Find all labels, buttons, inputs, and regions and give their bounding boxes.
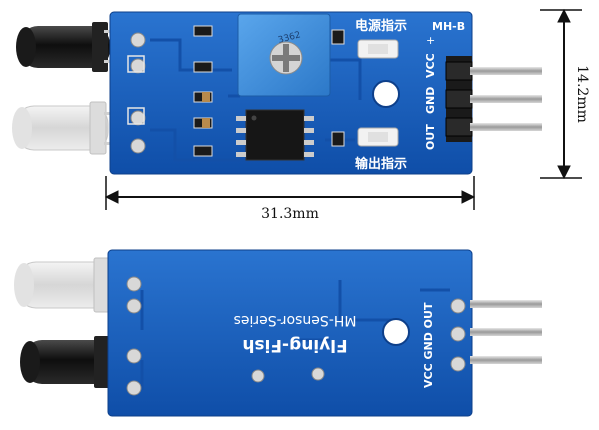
- pin-out-label: OUT: [424, 124, 437, 150]
- output-led: [357, 127, 399, 147]
- smd-components: [193, 25, 345, 157]
- comparator-ic: [236, 109, 314, 161]
- power-led: [357, 39, 399, 59]
- plus-mark: +: [426, 34, 435, 47]
- model-label: MH-B: [432, 20, 465, 33]
- power-led-label: 电源指示: [355, 18, 407, 34]
- height-dimension: 14.2mm: [540, 8, 590, 180]
- bottom-pin-labels: VCC GND OUT: [422, 302, 435, 388]
- ir-emitter-black: [16, 22, 110, 72]
- pcb-traces-bottom: [140, 280, 450, 390]
- height-label: 14.2mm: [574, 65, 590, 123]
- pin-gnd-label: GND: [424, 87, 437, 114]
- ir-receiver-clear-bottom: [14, 257, 113, 313]
- pin-header-bottom: [470, 300, 542, 364]
- top-board: 3362 电源指示: [12, 11, 542, 175]
- led-pads-left: [127, 32, 146, 154]
- pcb-bottom: [107, 249, 473, 417]
- potentiometer: 3362: [237, 13, 331, 97]
- brand-label: Flying-Fish: [242, 335, 347, 355]
- ir-emitter-black-bottom: [20, 336, 112, 388]
- series-label: MH-Sensor-Series: [234, 312, 357, 328]
- width-dimension: 31.3mm: [104, 176, 476, 222]
- pin-header-top: [445, 56, 542, 142]
- mounting-hole-bottom: [382, 318, 410, 346]
- bottom-board: Flying-Fish MH-Sensor-Series VCC GND OUT: [14, 249, 542, 417]
- width-label: 31.3mm: [261, 206, 319, 222]
- output-led-label: 输出指示: [355, 156, 407, 172]
- pin-vcc-label: VCC: [424, 53, 437, 78]
- ir-receiver-clear: [12, 101, 109, 155]
- solder-pads-bottom: [126, 276, 466, 396]
- mounting-hole-top: [372, 80, 400, 108]
